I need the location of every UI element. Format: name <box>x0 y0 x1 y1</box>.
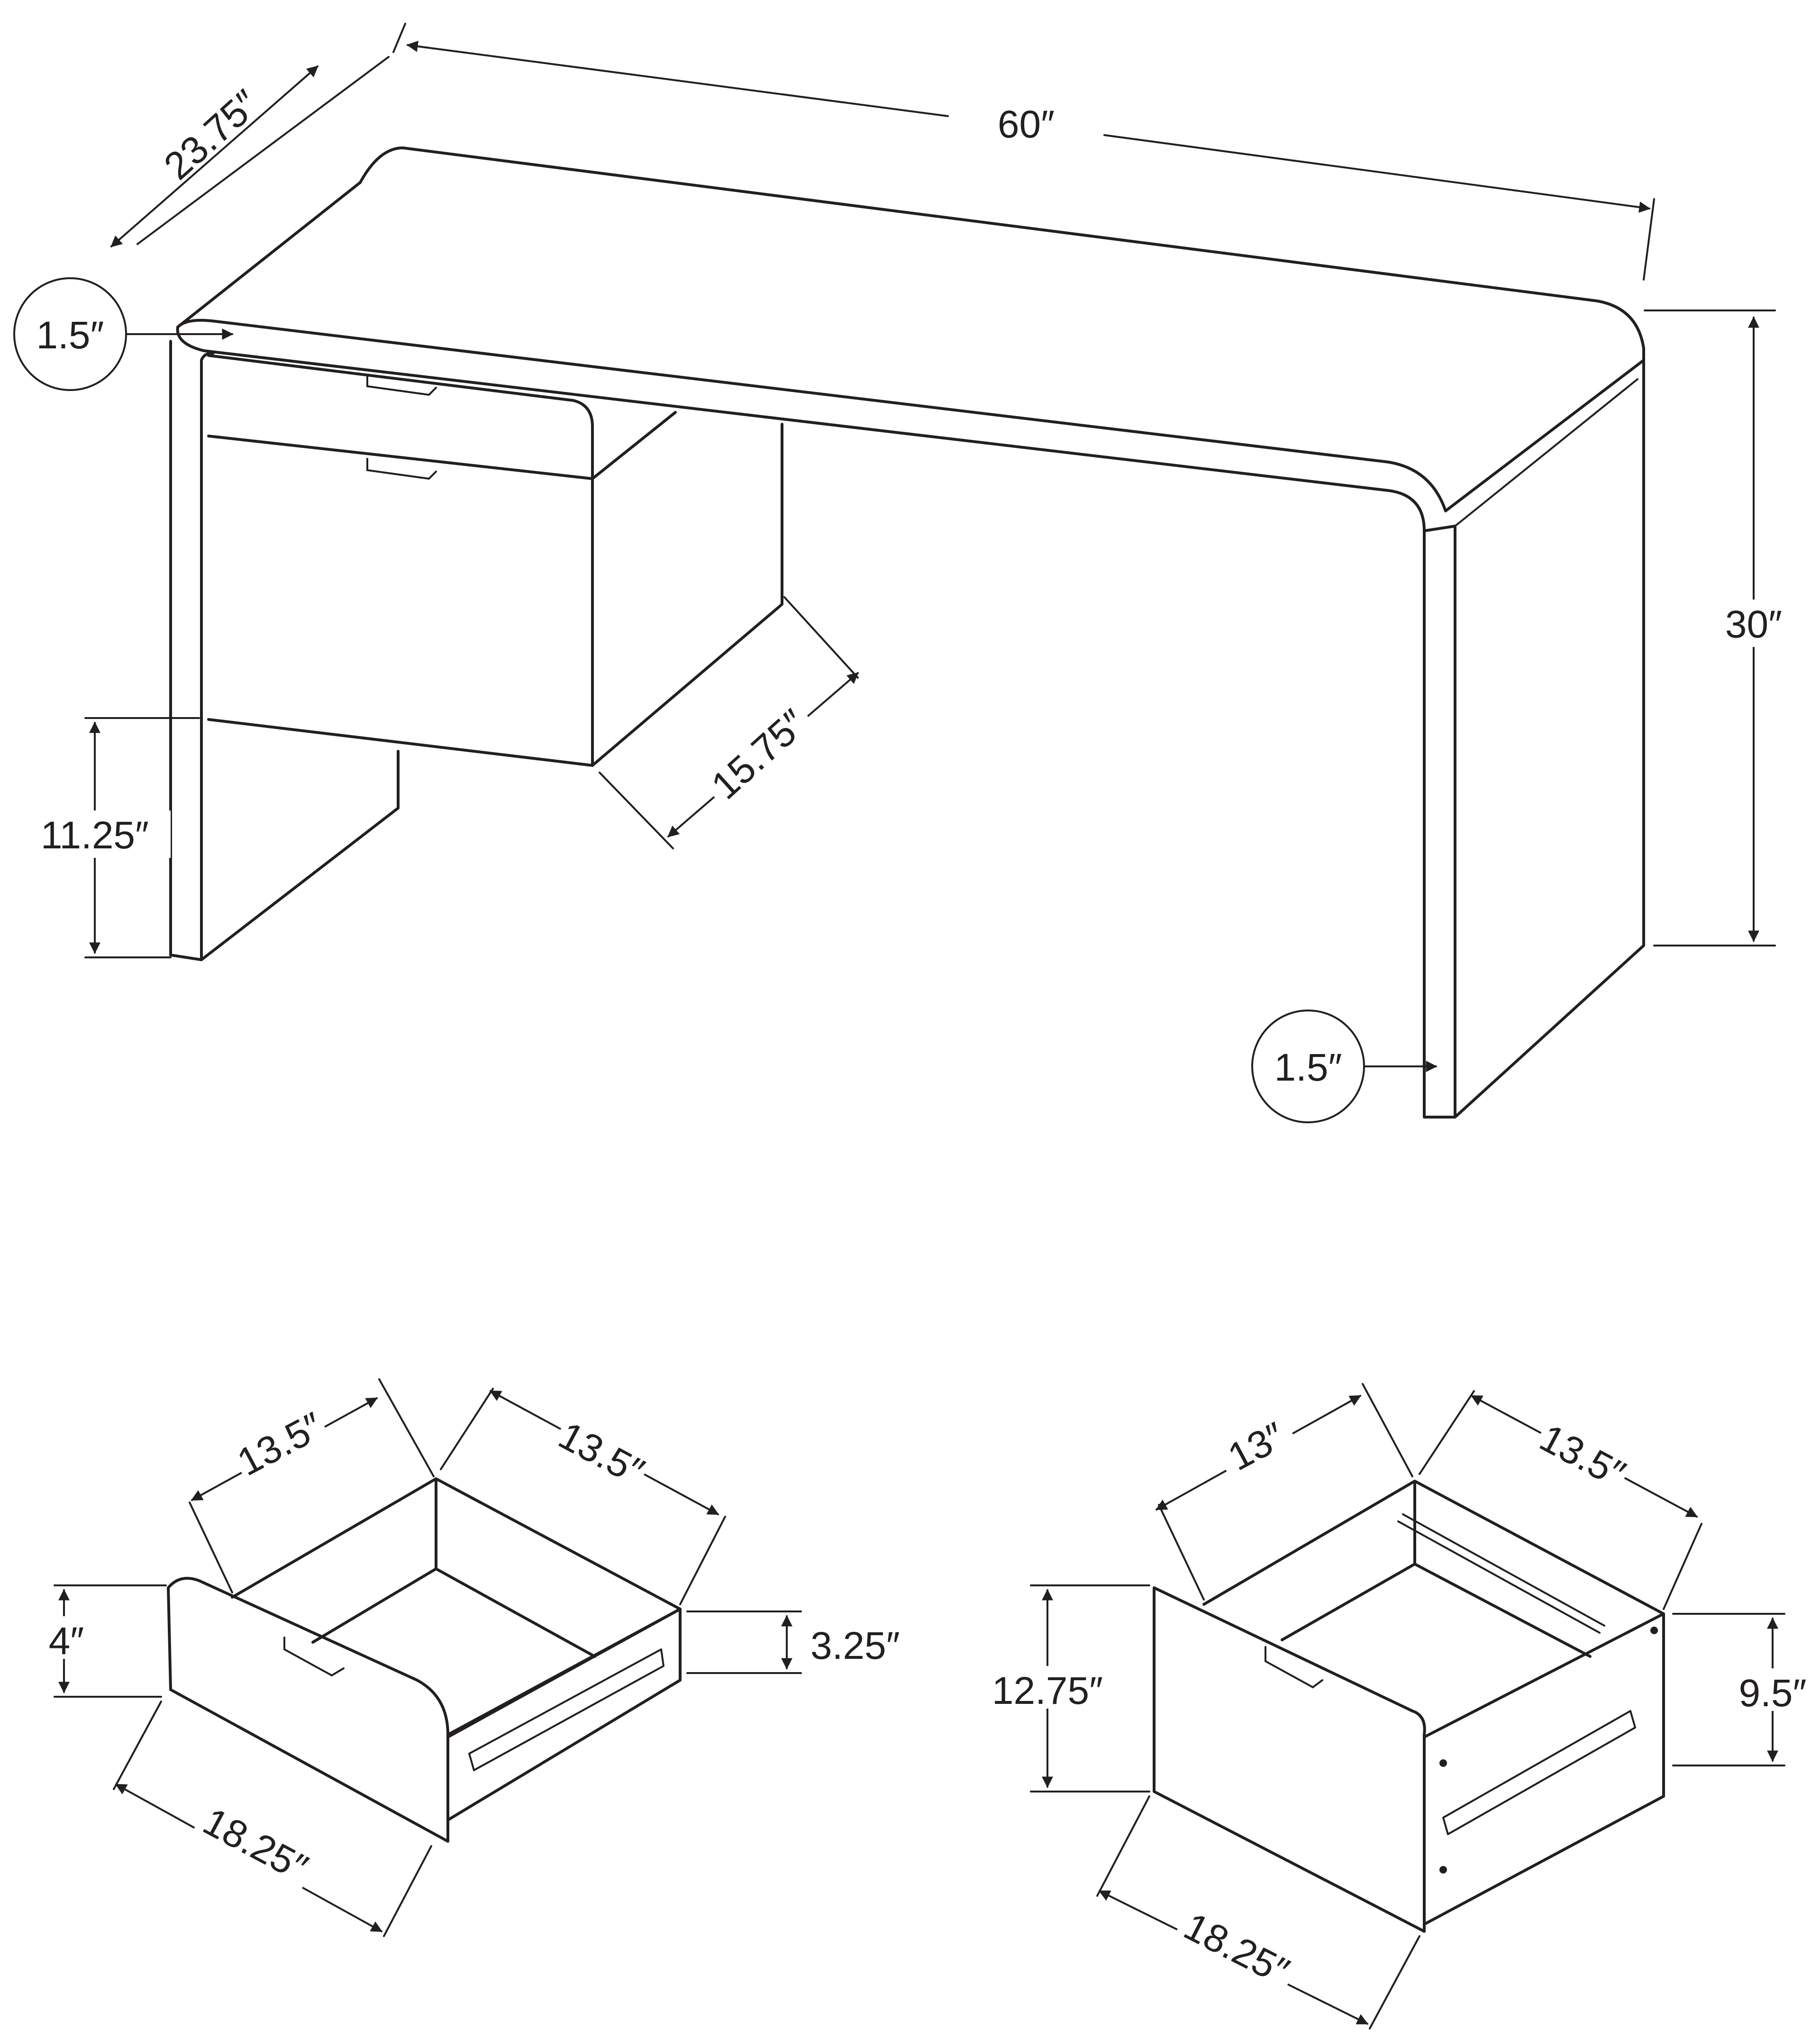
small-drawer-side <box>446 1608 682 1738</box>
large-drawer-depth-label: 13.5″ <box>1533 1416 1632 1496</box>
small-drawer-box <box>231 1477 682 1821</box>
small-drawer-slide <box>468 1648 664 1771</box>
depth-label: 23.75″ <box>156 82 267 188</box>
small-drawer-handle <box>283 1637 345 1677</box>
large-drawer-front <box>1153 1586 1426 1933</box>
desk-left-leg-side <box>200 750 400 961</box>
desk-top-right-edge <box>1454 359 1645 1119</box>
leg-thickness-label: 1.5″ <box>1274 1046 1342 1089</box>
clearance-height-label: 11.25″ <box>41 814 149 857</box>
width-dimension-line-right <box>1103 134 1651 213</box>
large-drawer-front-width-label: 18.25″ <box>1177 1905 1296 1993</box>
height-label: 30″ <box>1725 603 1782 646</box>
cabinet-depth-label: 15.75″ <box>703 701 815 808</box>
width-dimension-line-left <box>406 40 949 117</box>
desk-top-surface <box>176 146 1645 512</box>
top-thickness-label: 1.5″ <box>36 314 104 357</box>
large-drawer-front-height-label: 12.75″ <box>992 1669 1103 1712</box>
width-label: 60″ <box>998 103 1055 146</box>
large-drawer-top-rail <box>1397 1513 1605 1634</box>
depth-dimension-line <box>110 65 318 247</box>
large-drawer-handle <box>1265 1646 1323 1689</box>
small-drawer-drawing <box>167 1477 682 1843</box>
bottom-drawer-handle <box>366 458 437 480</box>
desk-left-leg <box>169 340 215 961</box>
small-drawer-inner-height-label: 3.25″ <box>810 1624 900 1667</box>
large-drawer-drawing <box>1153 1480 1665 1933</box>
desk-drawing <box>169 146 1645 1119</box>
desk-right-leg-inner <box>1454 378 1638 527</box>
desk-dimensions: 60″ 23.75″ 30″ 11.25″ 15.75″ 1.5″ 1.5″ <box>13 23 1794 1123</box>
top-drawer-handle <box>366 374 437 396</box>
small-drawer-front-height-label: 4″ <box>49 1619 84 1663</box>
cabinet-drawer-divider <box>207 435 594 480</box>
large-drawer-slide <box>1442 1710 1636 1835</box>
large-drawer-inner-height-label: 9.5″ <box>1738 1672 1806 1715</box>
desk-right-leg <box>1423 525 1456 1119</box>
cabinet-front <box>207 354 594 767</box>
large-drawer-dimensions: 13″ 13.5″ 12.75″ 9.5″ 18.25″ <box>979 1383 1818 2029</box>
small-drawer-width-label: 13.5″ <box>231 1404 330 1484</box>
small-drawer-depth-label: 13.5″ <box>552 1414 651 1494</box>
small-drawer-dimensions: 13.5″ 13.5″ 4″ 3.25″ 18.25″ <box>45 1378 900 1937</box>
small-drawer-front-width-label: 18.25″ <box>196 1800 315 1890</box>
cabinet-side <box>591 411 783 767</box>
small-drawer-front <box>167 1577 449 1843</box>
desk-top-front-edge <box>176 326 1426 1119</box>
large-drawer-box <box>1202 1480 1665 1926</box>
